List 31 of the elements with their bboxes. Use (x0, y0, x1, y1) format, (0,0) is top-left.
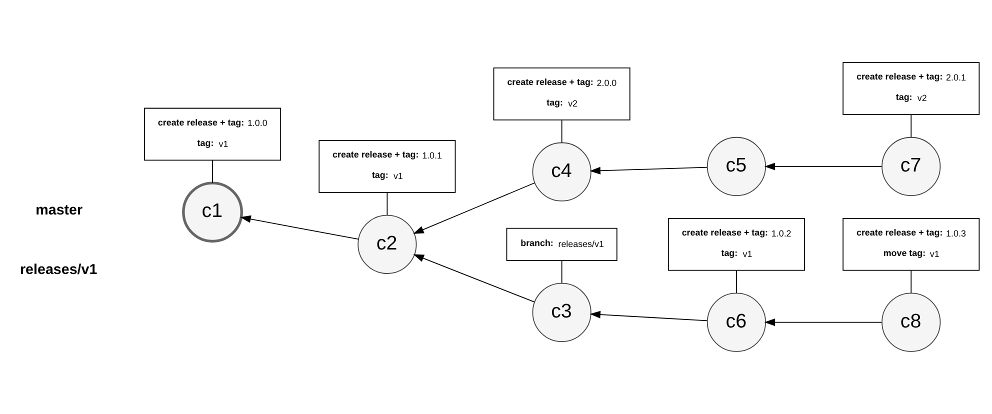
arrow (590, 310, 708, 322)
arrow (240, 215, 359, 240)
connector (910, 114, 912, 138)
node-circle: c1 (182, 182, 243, 243)
arrow (764, 318, 882, 326)
arrow (590, 166, 708, 174)
arrow (764, 162, 882, 170)
node-circle: c2 (358, 214, 417, 274)
node-box: create release + tag: 1.0.0 tag: v1 (144, 108, 282, 161)
node-circle: c7 (882, 136, 941, 196)
node-circle: c3 (532, 282, 592, 342)
connector (561, 260, 562, 284)
node-box: create release + tag: 1.0.2 tag: v1 (668, 218, 805, 271)
node-box: branch: releases/v1 (506, 228, 618, 261)
connector (561, 120, 562, 144)
node-circle: c6 (706, 292, 766, 352)
arrow (413, 254, 535, 302)
label: master (36, 202, 83, 219)
node-box: create release + tag: 2.0.0 tag: v2 (493, 68, 630, 120)
node-box: create release + tag: 2.0.1 tag: v2 (842, 62, 980, 115)
node-box: create release + tag: 1.0.1 tag: v1 (318, 140, 456, 193)
node-circle: c4 (532, 142, 592, 202)
node-box: create release + tag: 1.0.3 move tag: v1 (842, 218, 980, 271)
node-circle: c8 (882, 292, 941, 352)
connector (212, 160, 213, 184)
label: releases/v1 (20, 262, 98, 278)
connector (386, 192, 388, 216)
connector (910, 270, 912, 294)
arrow (413, 182, 536, 234)
connector (736, 270, 737, 294)
node-circle: c5 (706, 136, 766, 196)
